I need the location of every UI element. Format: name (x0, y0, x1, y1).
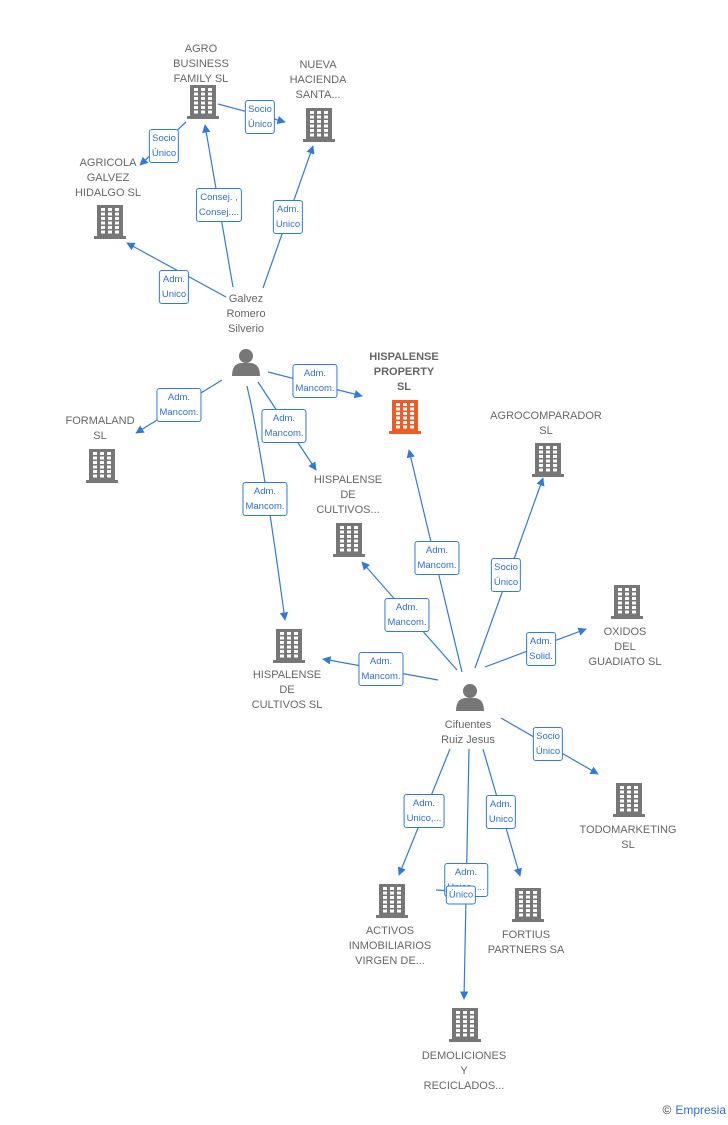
building-icon[interactable] (94, 205, 126, 239)
building-icon[interactable] (273, 629, 305, 663)
node-label-oxidos[interactable]: OXIDOS DEL GUADIATO SL (588, 626, 662, 668)
brand-name: Empresia (675, 1103, 726, 1117)
building-icon[interactable] (187, 85, 219, 119)
building-icon[interactable] (86, 449, 118, 483)
edge-label-cifuentes-hisp_cult1[interactable]: Adm. Mancom. (384, 598, 430, 632)
building-icon[interactable] (613, 783, 645, 817)
node-label-agro[interactable]: AGRO BUSINESS FAMILY SL (173, 43, 229, 85)
edge-label-agro-agricola[interactable]: Socio Único (148, 129, 180, 163)
edge-label-cifuentes-activos[interactable]: Adm. Unico,... (403, 794, 445, 828)
building-icon[interactable] (389, 400, 421, 434)
node-label-formaland[interactable]: FORMALAND SL (65, 415, 135, 442)
node-label-galvez[interactable]: Galvez Romero Silverio (226, 293, 266, 335)
node-label-hisp_cult1[interactable]: HISPALENSE DE CULTIVOS... (313, 474, 383, 516)
node-label-activos[interactable]: ACTIVOS INMOBILIARIOS VIRGEN DE... (348, 925, 432, 967)
edge-label-galvez-agricola[interactable]: Adm. Unico (158, 270, 190, 304)
node-label-nueva[interactable]: NUEVA HACIENDA SANTA... (289, 59, 347, 101)
edge-label-activos-fortius[interactable]: Único (445, 885, 477, 905)
copyright-symbol: © (662, 1103, 672, 1117)
person-icon[interactable] (456, 684, 484, 711)
building-icon[interactable] (333, 523, 365, 557)
person-icon[interactable] (232, 349, 260, 376)
node-label-cifuentes[interactable]: Cifuentes Ruiz Jesus (441, 719, 495, 746)
node-label-hisp_cult2[interactable]: HISPALENSE DE CULTIVOS SL (251, 669, 323, 711)
node-label-agricola[interactable]: AGRICOLA GALVEZ HIDALGO SL (74, 157, 142, 199)
edge-label-cifuentes-fortius[interactable]: Adm. Unico (485, 795, 517, 829)
edge-label-cifuentes-todomarketing[interactable]: Socio Único (532, 727, 564, 761)
building-icon[interactable] (449, 1008, 481, 1042)
edge-label-galvez-formaland[interactable]: Adm. Mancom. (156, 388, 202, 422)
edge-label-galvez-nueva[interactable]: Adm. Unico (272, 200, 304, 234)
building-icon[interactable] (303, 108, 335, 142)
building-icon[interactable] (512, 888, 544, 922)
edge-label-galvez-hisp_cult1[interactable]: Adm. Mancom. (261, 409, 307, 443)
edge-label-galvez-agro[interactable]: Consej. , Consej.... (195, 188, 243, 222)
edge-label-cifuentes-agrocomp[interactable]: Socio Único (490, 558, 522, 592)
building-icon[interactable] (532, 443, 564, 477)
building-icon[interactable] (611, 585, 643, 619)
edge-label-cifuentes-hisp_cult2[interactable]: Adm. Mancom. (358, 652, 404, 686)
node-label-hispalense_prop[interactable]: HISPALENSE PROPERTY SL (369, 351, 439, 393)
brand-watermark: ©Empresia (662, 1103, 726, 1117)
node-label-fortius[interactable]: FORTIUS PARTNERS SA (487, 929, 565, 956)
node-label-demoliciones[interactable]: DEMOLICIONES Y RECICLADOS... (421, 1050, 507, 1092)
edge-label-agro-nueva[interactable]: Socio Único (244, 100, 276, 134)
edge-label-galvez-hispalense_prop[interactable]: Adm. Mancom. (292, 364, 338, 398)
node-label-agrocomp[interactable]: AGROCOMPARADOR SL (490, 410, 602, 437)
building-icon[interactable] (376, 884, 408, 918)
node-label-todomarketing[interactable]: TODOMARKETING SL (579, 824, 677, 851)
edge-label-galvez-hisp_cult2[interactable]: Adm. Mancom. (242, 482, 288, 516)
edge-label-cifuentes-oxidos[interactable]: Adm. Solid. (526, 632, 556, 666)
edge-label-cifuentes-hispalense_prop[interactable]: Adm. Mancom. (414, 541, 460, 575)
edge-galvez-hisp_cult2 (246, 385, 289, 621)
